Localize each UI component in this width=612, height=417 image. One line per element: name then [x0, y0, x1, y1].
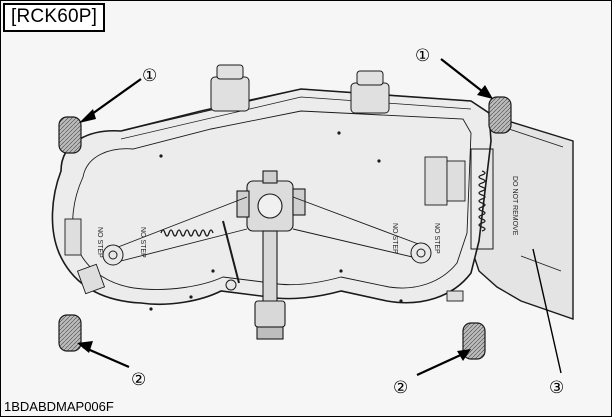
chute-spring [470, 148, 494, 250]
decal-no-step-4: NO STEP [433, 223, 440, 254]
front-gauge-wheel-right [488, 96, 512, 134]
decal-no-step-1: NO STEP [96, 227, 103, 258]
driveline-shaft [254, 230, 286, 340]
drive-belt [112, 196, 422, 264]
decal-do-not-remove: DO NOT REMOVE [511, 176, 518, 236]
center-gearbox [236, 170, 306, 232]
deck-bolts [149, 131, 403, 311]
decal-no-step-3: NO STEP [391, 223, 398, 254]
callout-1-right: ① [415, 46, 430, 65]
callout-3: ③ [549, 378, 564, 397]
callout-1-left: ① [142, 66, 157, 85]
callout-2-right: ② [393, 378, 408, 397]
figure-code: 1BDABDMAP006F [4, 399, 114, 414]
deck-decals [64, 156, 466, 302]
tension-spring [160, 229, 214, 237]
front-gauge-wheel-left [58, 116, 82, 154]
deck-brackets [210, 64, 390, 114]
callout-arrows [77, 58, 562, 376]
idler-pulleys [102, 220, 432, 291]
callout-2-left: ② [131, 370, 146, 389]
rear-gauge-wheel-left [58, 314, 82, 352]
decal-no-step-2: NO STEP [139, 227, 146, 258]
model-tag: [RCK60P] [3, 3, 106, 32]
